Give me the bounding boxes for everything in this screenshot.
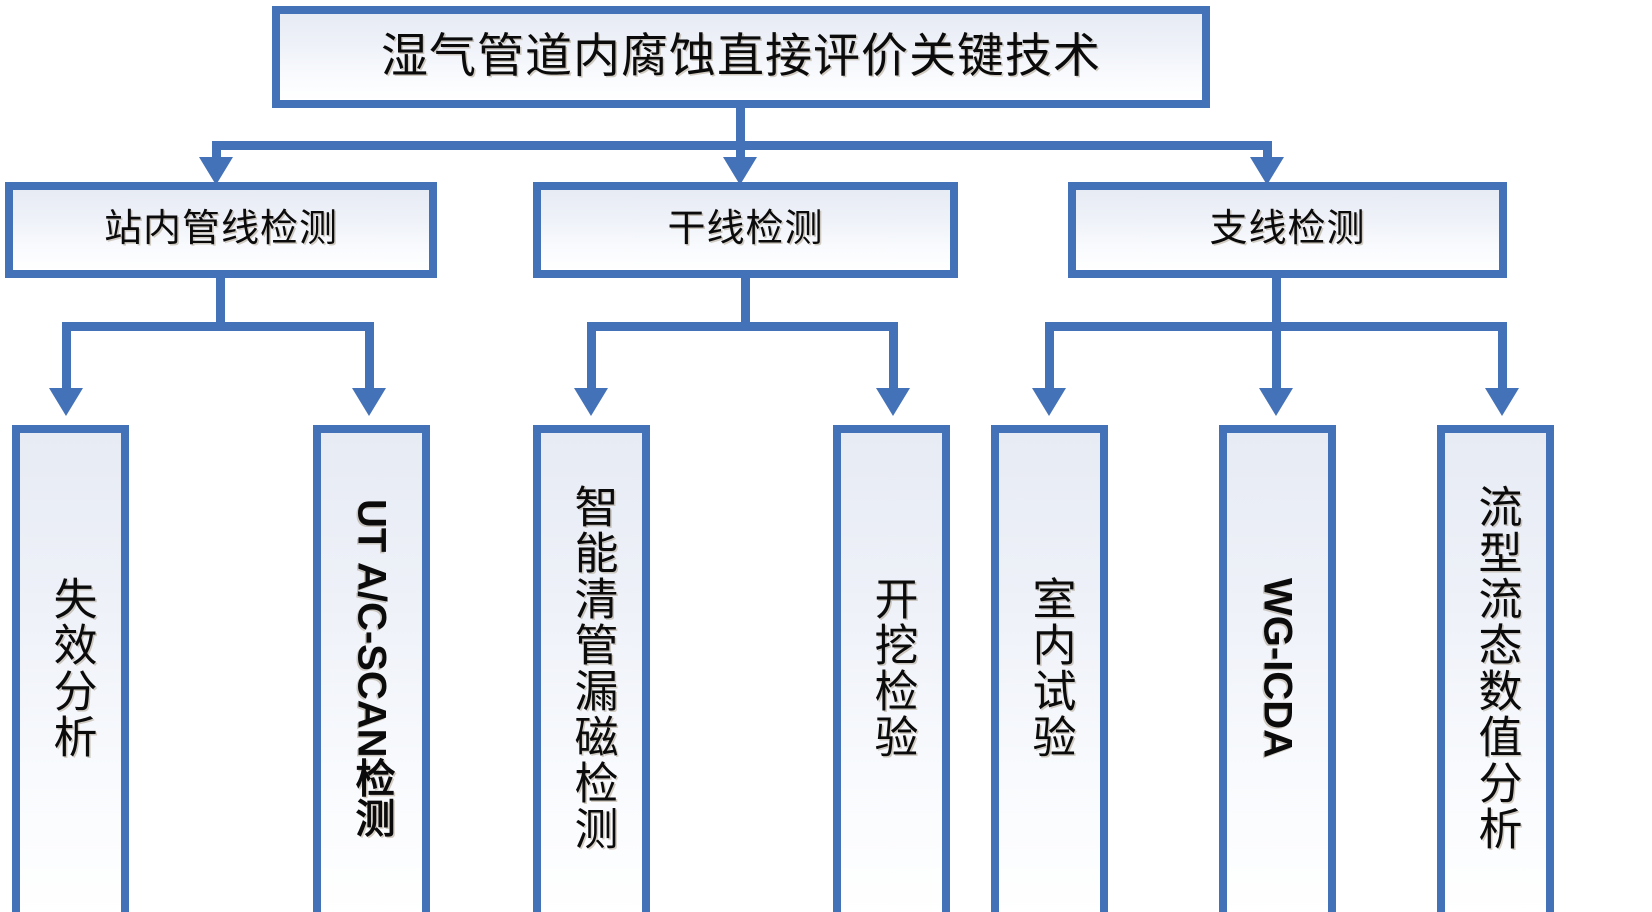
arrow-to-station: [199, 157, 233, 185]
node-failure-analysis[interactable]: 失效分析: [12, 425, 129, 912]
node-title-label: 湿气管道内腐蚀直接评价关键技术: [381, 30, 1101, 83]
node-failure-analysis-label: 失效分析: [46, 576, 96, 760]
connector-trunk-left: [587, 322, 596, 394]
node-ut-ac-scan[interactable]: UT A/C-SCAN检测: [313, 425, 430, 912]
connector-to-branch: [1263, 141, 1272, 163]
node-wg-icda-label: WG-ICDA: [1255, 578, 1300, 758]
arrow-to-wg-icda: [1259, 388, 1293, 416]
connector-title-stem: [736, 108, 745, 150]
connector-station-stem: [216, 278, 225, 326]
connector-to-trunk: [736, 141, 745, 163]
connector-station-right: [365, 322, 374, 394]
connector-station-bus: [62, 322, 374, 331]
connector-branch-stem: [1272, 278, 1281, 326]
node-station[interactable]: 站内管线检测: [5, 182, 437, 278]
node-smart-pig-mfl-label: 智能清管漏磁检测: [567, 484, 617, 852]
arrow-to-lab-test: [1032, 388, 1066, 416]
connector-station-left: [62, 322, 71, 394]
node-wg-icda[interactable]: WG-ICDA: [1219, 425, 1336, 912]
connector-trunk-stem: [741, 278, 750, 326]
connector-branch-mid: [1272, 322, 1281, 394]
arrow-to-excavation: [876, 388, 910, 416]
node-station-label: 站内管线检测: [103, 208, 338, 251]
connector-to-station: [212, 141, 221, 163]
node-flow-regime-label: 流型流态数值分析: [1471, 484, 1521, 852]
arrow-to-failure-analysis: [49, 388, 83, 416]
arrow-to-branch: [1250, 157, 1284, 185]
node-lab-test-label: 室内试验: [1025, 576, 1075, 760]
node-trunk[interactable]: 干线检测: [533, 182, 958, 278]
node-flow-regime[interactable]: 流型流态数值分析: [1437, 425, 1554, 912]
node-ut-ac-scan-label: UT A/C-SCAN检测: [349, 498, 394, 838]
arrow-to-smart-pig-mfl: [574, 388, 608, 416]
node-excavation[interactable]: 开挖检验: [833, 425, 950, 912]
node-branch-label: 支线检测: [1209, 208, 1366, 251]
node-title[interactable]: 湿气管道内腐蚀直接评价关键技术: [272, 6, 1210, 108]
node-lab-test[interactable]: 室内试验: [991, 425, 1108, 912]
arrow-to-ut-ac-scan: [352, 388, 386, 416]
node-excavation-label: 开挖检验: [867, 576, 917, 760]
node-trunk-label: 干线检测: [667, 208, 824, 251]
connector-trunk-bus: [587, 322, 898, 331]
node-branch[interactable]: 支线检测: [1068, 182, 1507, 278]
arrow-to-trunk: [723, 157, 757, 185]
arrow-to-flow-regime: [1485, 388, 1519, 416]
connector-branch-right: [1498, 322, 1507, 394]
connector-trunk-right: [889, 322, 898, 394]
connector-branch-left: [1045, 322, 1054, 394]
node-smart-pig-mfl[interactable]: 智能清管漏磁检测: [533, 425, 650, 912]
